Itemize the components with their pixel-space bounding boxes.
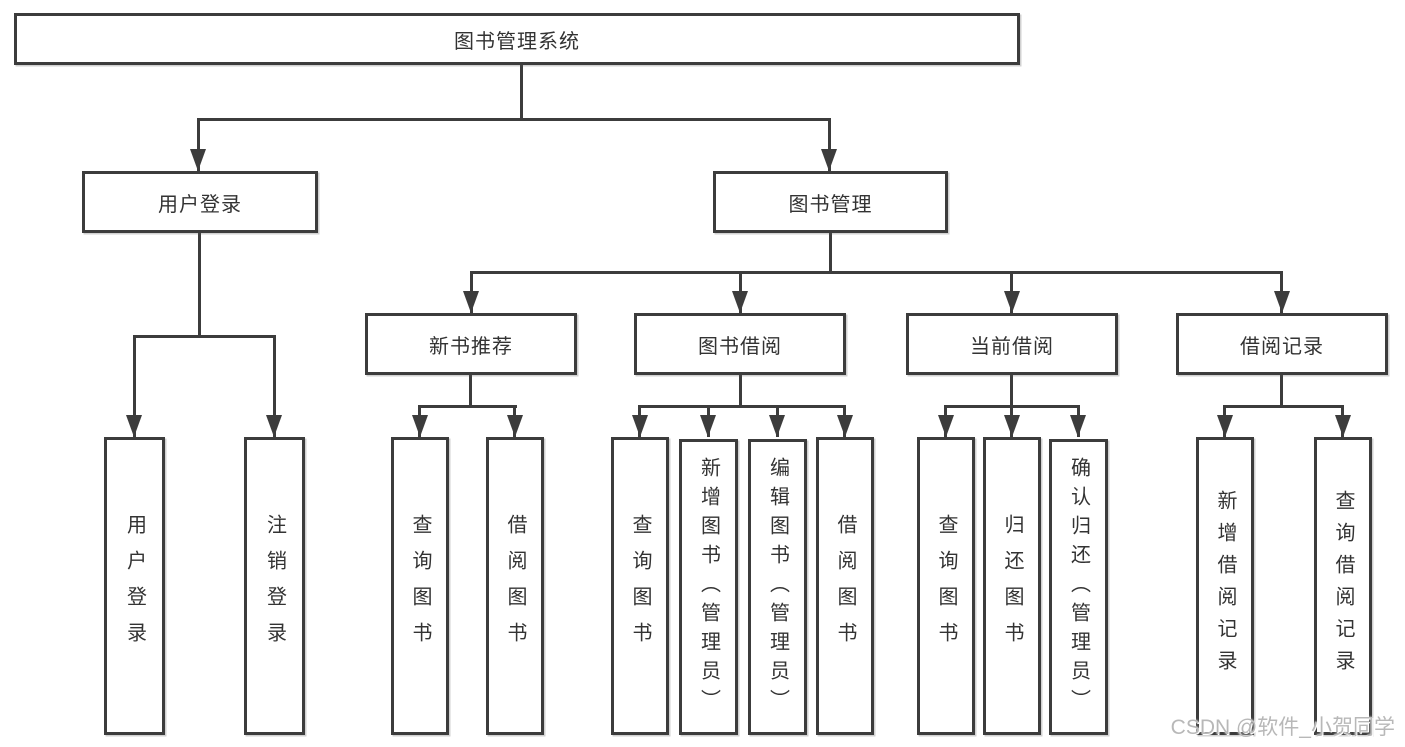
connector-borrowing-hline — [638, 405, 846, 408]
connector-userlogin-hline — [133, 335, 276, 338]
leaf-edit-books-admin: 编辑图书（管理员） — [748, 439, 807, 735]
connector-level2-hline — [197, 118, 831, 121]
node-user-login: 用户登录 — [82, 171, 318, 233]
arrow-down-icon — [632, 415, 648, 437]
leaf-label: 借阅图书 — [504, 514, 526, 658]
leaf-query-books-current: 查询图书 — [917, 437, 975, 735]
leaf-label: 确认归还（管理员） — [1067, 456, 1090, 718]
leaf-return-books: 归还图书 — [983, 437, 1041, 735]
leaf-confirm-return-admin: 确认归还（管理员） — [1049, 439, 1108, 735]
arrow-down-icon — [1070, 415, 1086, 437]
connector-stem-leaf — [273, 335, 276, 437]
connector-bookmgmt-stub — [829, 233, 832, 274]
connector-level3-hline — [470, 271, 1282, 274]
connector-records-hline — [1223, 405, 1344, 408]
leaf-add-borrow-record: 新增借阅记录 — [1196, 437, 1254, 735]
leaf-logout: 注销登录 — [244, 437, 305, 735]
connector-records-stub — [1280, 375, 1283, 408]
node-new-book-recommendation: 新书推荐 — [365, 313, 577, 375]
leaf-label: 编辑图书（管理员） — [766, 456, 789, 718]
leaf-query-books-recommend: 查询图书 — [391, 437, 449, 735]
leaf-label: 新增图书（管理员） — [697, 456, 720, 718]
node-book-management: 图书管理 — [713, 171, 948, 233]
node-current-borrowing: 当前借阅 — [906, 313, 1118, 375]
leaf-label: 查询借阅记录 — [1332, 490, 1354, 682]
connector-stem-user-login — [197, 118, 200, 171]
arrow-down-icon — [1004, 415, 1020, 437]
arrow-down-icon — [1217, 415, 1233, 437]
connector-root-stub — [520, 65, 523, 121]
arrow-down-icon — [1004, 291, 1020, 313]
arrow-down-icon — [126, 415, 142, 437]
leaf-label: 查询图书 — [935, 514, 957, 658]
leaf-label: 注销登录 — [263, 514, 286, 658]
connector-current-stub — [1010, 375, 1013, 408]
node-label: 新书推荐 — [429, 335, 513, 358]
node-root-label: 图书管理系统 — [454, 30, 580, 53]
leaf-user-login: 用户登录 — [104, 437, 165, 735]
connector-stem-book-management — [828, 118, 831, 171]
node-label: 当前借阅 — [970, 335, 1054, 358]
leaf-borrow-books-borrowing: 借阅图书 — [816, 437, 874, 735]
connector-recommend-stub — [469, 375, 472, 408]
leaf-add-books-admin: 新增图书（管理员） — [679, 439, 738, 735]
node-label: 借阅记录 — [1240, 335, 1324, 358]
node-book-borrowing: 图书借阅 — [634, 313, 846, 375]
leaf-label: 用户登录 — [123, 514, 146, 658]
leaf-label: 归还图书 — [1001, 514, 1023, 658]
arrow-down-icon — [412, 415, 428, 437]
leaf-query-books-borrowing: 查询图书 — [611, 437, 669, 735]
leaf-label: 查询图书 — [409, 514, 431, 658]
arrow-down-icon — [190, 149, 206, 171]
node-root: 图书管理系统 — [14, 13, 1020, 65]
arrow-down-icon — [1274, 291, 1290, 313]
node-borrowing-records: 借阅记录 — [1176, 313, 1388, 375]
node-label: 图书借阅 — [698, 335, 782, 358]
connector-userlogin-stub — [198, 233, 201, 337]
arrow-down-icon — [266, 415, 282, 437]
connector-borrowing-stub — [739, 375, 742, 408]
arrow-down-icon — [837, 415, 853, 437]
arrow-down-icon — [700, 415, 716, 437]
connector-stem-leaf — [133, 335, 136, 437]
connector-recommend-hline — [418, 405, 517, 408]
watermark-text: CSDN @软件_小贺同学 — [1170, 716, 1395, 739]
node-label: 图书管理 — [788, 193, 873, 216]
arrow-down-icon — [769, 415, 785, 437]
leaf-borrow-books-recommend: 借阅图书 — [486, 437, 544, 735]
arrow-down-icon — [1335, 415, 1351, 437]
arrow-down-icon — [463, 291, 479, 313]
arrow-down-icon — [821, 149, 837, 171]
leaf-label: 查询图书 — [629, 514, 651, 658]
leaf-label: 新增借阅记录 — [1214, 490, 1236, 682]
arrow-down-icon — [507, 415, 523, 437]
arrow-down-icon — [732, 291, 748, 313]
leaf-label: 借阅图书 — [834, 514, 856, 658]
node-label: 用户登录 — [158, 193, 242, 216]
leaf-query-borrow-record: 查询借阅记录 — [1314, 437, 1372, 735]
arrow-down-icon — [938, 415, 954, 437]
